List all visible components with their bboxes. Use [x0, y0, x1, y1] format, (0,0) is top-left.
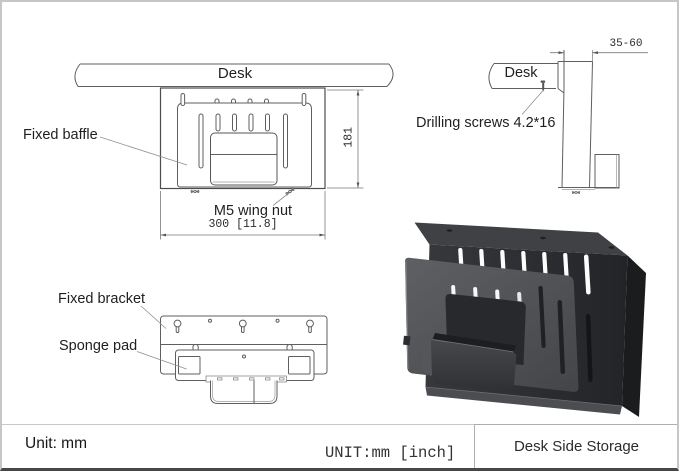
footer-divider [2, 424, 677, 425]
leader-wing-nut [272, 192, 290, 206]
fixed-baffle-label: Fixed baffle [23, 127, 98, 143]
desk-label-side: Desk [504, 65, 538, 81]
unit-note: Unit: mm [25, 435, 87, 452]
baffle-slots [198, 113, 288, 169]
top-view-drawing [136, 305, 328, 404]
basket-front [210, 132, 278, 186]
sponge-pad-label: Sponge pad [59, 337, 138, 354]
basket-top-view [210, 380, 278, 404]
unit-spec: UNIT:mm [inch] [325, 444, 456, 462]
desk-label-front: Desk [217, 65, 253, 82]
wing-nut-icon [285, 187, 295, 196]
leader-fixed-baffle [99, 136, 188, 166]
render-right-wall [622, 255, 646, 417]
keyhole-slots [173, 318, 314, 333]
wing-nut-icon [571, 190, 581, 195]
height-dimension-text: 181 [342, 126, 356, 148]
basket-side [594, 154, 620, 189]
sponge-pad-right [288, 356, 311, 375]
dimension-height [327, 89, 364, 189]
dimension-clamp-range [550, 51, 648, 55]
width-dimension-text: 300 [11.8] [208, 218, 278, 231]
wing-nut-icon [190, 189, 200, 194]
product-render-3d [403, 222, 646, 417]
baffle-tabs-top [192, 343, 293, 350]
title-block: Desk Side Storage [474, 424, 677, 468]
desk-outline-side [488, 63, 559, 89]
panel-slot [301, 93, 307, 106]
wing-nut-label: M5 wing nut [213, 203, 293, 219]
clamp-range-dimension-text: 35-60 [609, 38, 643, 50]
desk-outline-front [74, 63, 394, 87]
render-foot-tab [403, 335, 411, 346]
dimension-width [160, 191, 326, 240]
render-top-flange [414, 222, 628, 256]
sheet-title: Desk Side Storage [513, 438, 640, 455]
leader-fixed-bracket [140, 305, 167, 329]
fixed-bracket-label: Fixed bracket [58, 291, 146, 307]
clamp-bracket-side [557, 50, 619, 190]
render-basket [420, 333, 517, 392]
side-view-drawing [488, 50, 648, 195]
render-bottom-lip [425, 387, 622, 415]
front-view-drawing [74, 63, 394, 240]
baffle-tabs [214, 98, 269, 103]
leader-sponge-pad [136, 351, 187, 370]
leader-screw [521, 89, 544, 115]
drilling-screws-label: Drilling screws 4.2*16 [416, 114, 556, 131]
panel-slot [180, 93, 186, 106]
sponge-pad-left [178, 356, 201, 375]
